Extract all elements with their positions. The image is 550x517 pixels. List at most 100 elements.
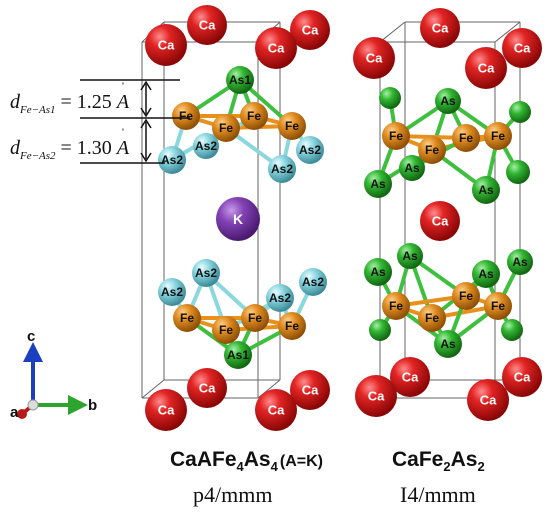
fe-atom [240,102,268,130]
fe-atom-label: Fe [425,143,439,157]
right-formula: CaFe2As2 [392,448,485,474]
as-atom-label: As [402,249,418,263]
right-as-top-atoms: As [379,87,531,123]
formula-subscript: 4 [236,459,244,475]
fe-atom-label: Fe [179,109,193,123]
formula-subscript: 2 [477,459,485,475]
as-atom [506,160,530,184]
as2-atom-label: As2 [269,291,291,305]
ca-atom [290,10,330,50]
as1-atom-label: As1 [227,348,249,362]
c-axis-label: c [27,328,36,345]
ca-atom-label: Ca [158,403,175,418]
ca-atom [355,375,397,417]
fe-atom-label: Fe [180,311,194,325]
as1-atom [226,66,254,94]
distance-label-as1: dFe−As1 = 1.25 ˚A [10,82,129,116]
ca-atom [420,8,460,48]
left-formula: CaAFe4As4(A=K) [170,448,323,474]
ca-atom [502,357,542,397]
fe-atom [452,124,480,152]
ca-atom-label: Ca [268,403,285,418]
ca-atom-label: Ca [268,41,285,56]
right-as-top2-atoms: As As As [364,155,530,204]
as-atom [369,319,391,341]
ca-atom [502,28,542,68]
ca-atom [390,357,430,397]
fe-atom [212,316,240,344]
k-atom-label: K [233,211,243,227]
angstrom-letter: A [116,137,130,159]
left-ca-bottom-atoms: Ca Ca Ca Ca [145,368,330,431]
left-unit-cell: Ca Ca Ca Ca As1 Fe Fe Fe Fe As2 As2 [141,5,330,431]
fe-atom-label: Fe [248,311,262,325]
as-atom [364,170,392,198]
as2-atom-label: As2 [161,153,183,167]
as-atom [399,155,425,181]
as-atom [364,258,392,286]
ca-atom [353,37,395,79]
as-atom-label: As [370,265,386,279]
as1-atom-label: As1 [229,73,251,87]
ca-atom [290,370,330,410]
as-atom [507,249,533,275]
ca-atom [145,24,187,66]
right-ca-top-atoms: Ca Ca Ca Ca [353,8,542,89]
left-ca-top-atoms: Ca Ca Ca Ca [145,5,330,69]
ca-atom [187,368,227,408]
axes-indicator [17,342,88,419]
ca-atom [187,5,227,45]
fe-atom [382,122,410,150]
as-atom-label: As [404,161,420,175]
as2-atom [268,155,296,183]
as2-atom [266,284,294,312]
formula-part: CaAFe [170,448,237,471]
ca-atom-label: Ca [199,381,216,396]
fe-atom-label: Fe [459,131,473,145]
fe-atom-label: Fe [491,129,505,143]
right-ca-bottom-atoms: Ca Ca Ca Ca [355,357,542,421]
fe-atom [484,292,512,320]
a-axis-label: a [10,404,19,421]
as-atom [472,176,500,204]
as2-atom [158,278,186,306]
fe-atom [172,102,200,130]
ca-atom-label: Ca [302,23,319,38]
ca-atom [467,379,509,421]
as2-atom [299,268,327,296]
formula-subscript: 4 [270,459,278,475]
left-as2-bottom-atoms: As2 As2 As2 As2 [158,259,327,312]
as-atom-label: As [512,255,528,269]
k-atom [216,197,260,241]
right-fe-top-atoms: Fe Fe Fe Fe [382,122,512,164]
ca-atom-label: Ca [366,51,383,66]
ca-atom-label: Ca [480,393,497,408]
right-as-bottom2-atoms: As [369,319,523,358]
as2-atom-label: As2 [302,275,324,289]
formula-part: As [450,448,478,471]
right-unit-cell: Ca Ca Ca Ca As Fe Fe Fe Fe [353,8,542,421]
as-atom-label: As [440,94,456,108]
fe-atom-label: Fe [285,119,299,133]
axes-origin [27,399,39,411]
left-fe-bottom-atoms: Fe Fe Fe Fe [173,304,306,344]
angstrom-ring: ˚ [121,128,125,139]
as-atom [397,243,423,269]
angstrom-unit: ˚A [117,82,129,114]
distance-subscript: Fe−As2 [20,150,56,162]
formula-subscript: 2 [443,459,451,475]
fe-atom-label: Fe [425,311,439,325]
as-atom [472,260,500,288]
ca-atom-label: Ca [478,61,495,76]
as-atom [501,319,523,341]
distance-value: = 1.25 [60,91,112,113]
fe-atom-label: Fe [389,299,403,313]
right-space-group: I4/mmm [400,482,476,507]
ca-atom [255,27,297,69]
as2-atom [158,146,186,174]
as-atom [435,88,461,114]
fe-atom [212,114,240,142]
fe-atom [278,112,306,140]
fe-atom-label: Fe [219,121,233,135]
